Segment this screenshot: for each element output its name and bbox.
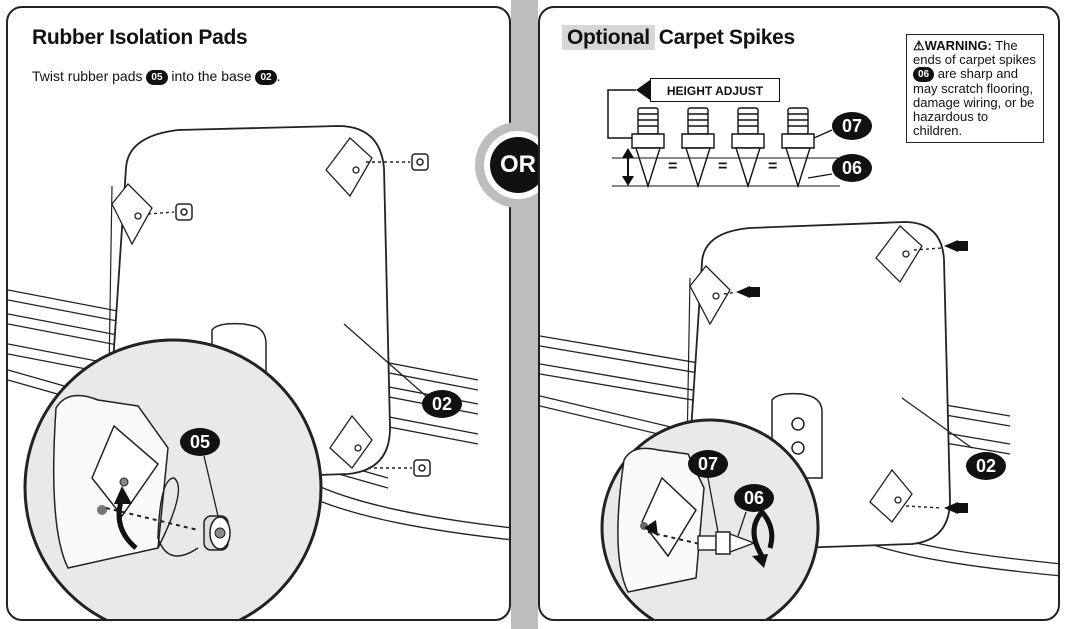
zoom-callout-nut-07: 07 <box>688 450 728 478</box>
rotate-arrow-icon <box>751 508 775 568</box>
zoom-callout-spike-06: 06 <box>734 484 774 512</box>
callout-pad-05: 05 <box>180 428 220 456</box>
optional-tag: Optional <box>562 25 655 50</box>
or-label: OR <box>490 137 546 193</box>
instruction-mid: into the base <box>171 68 252 84</box>
part-06-badge: 06 <box>913 67 935 82</box>
callout-base-02: 02 <box>422 390 462 418</box>
part-05-badge: 05 <box>146 70 168 85</box>
carpet-spikes-illustration <box>540 89 1058 619</box>
equals-sign: = <box>668 158 678 175</box>
callout-nut-07: 07 <box>832 112 872 140</box>
warning-line2: are sharp and may scratch flooring, dama… <box>913 66 1035 138</box>
instruction-text: Twist rubber pads 05 into the base 02. <box>32 68 280 85</box>
equals-sign: = <box>718 158 728 175</box>
left-panel-rubber-pads: Rubber Isolation Pads Twist rubber pads … <box>6 6 511 621</box>
callout-spike-06: 06 <box>832 154 872 182</box>
warning-line1: The ends of carpet spikes <box>913 38 1036 67</box>
instruction-end: . <box>276 68 281 84</box>
warning-triangle-icon: ⚠ <box>913 38 925 53</box>
rubber-pads-illustration <box>8 125 509 619</box>
warning-heading: WARNING: <box>924 38 992 53</box>
height-adjust-arrow-icon <box>636 80 650 100</box>
section-title-rubber-pads: Rubber Isolation Pads <box>32 26 248 49</box>
up-down-arrow-icon <box>622 148 634 186</box>
part-02-badge: 02 <box>255 70 277 85</box>
height-adjust-label: HEIGHT ADJUST <box>650 78 780 102</box>
equals-sign: = <box>768 158 778 175</box>
instruction-pre: Twist rubber pads <box>32 68 143 84</box>
callout-base-02: 02 <box>966 452 1006 480</box>
carpet-spikes-title: Carpet Spikes <box>658 26 795 49</box>
warning-box: ⚠WARNING: The ends of carpet spikes 06 a… <box>906 34 1044 143</box>
center-divider <box>511 0 538 629</box>
